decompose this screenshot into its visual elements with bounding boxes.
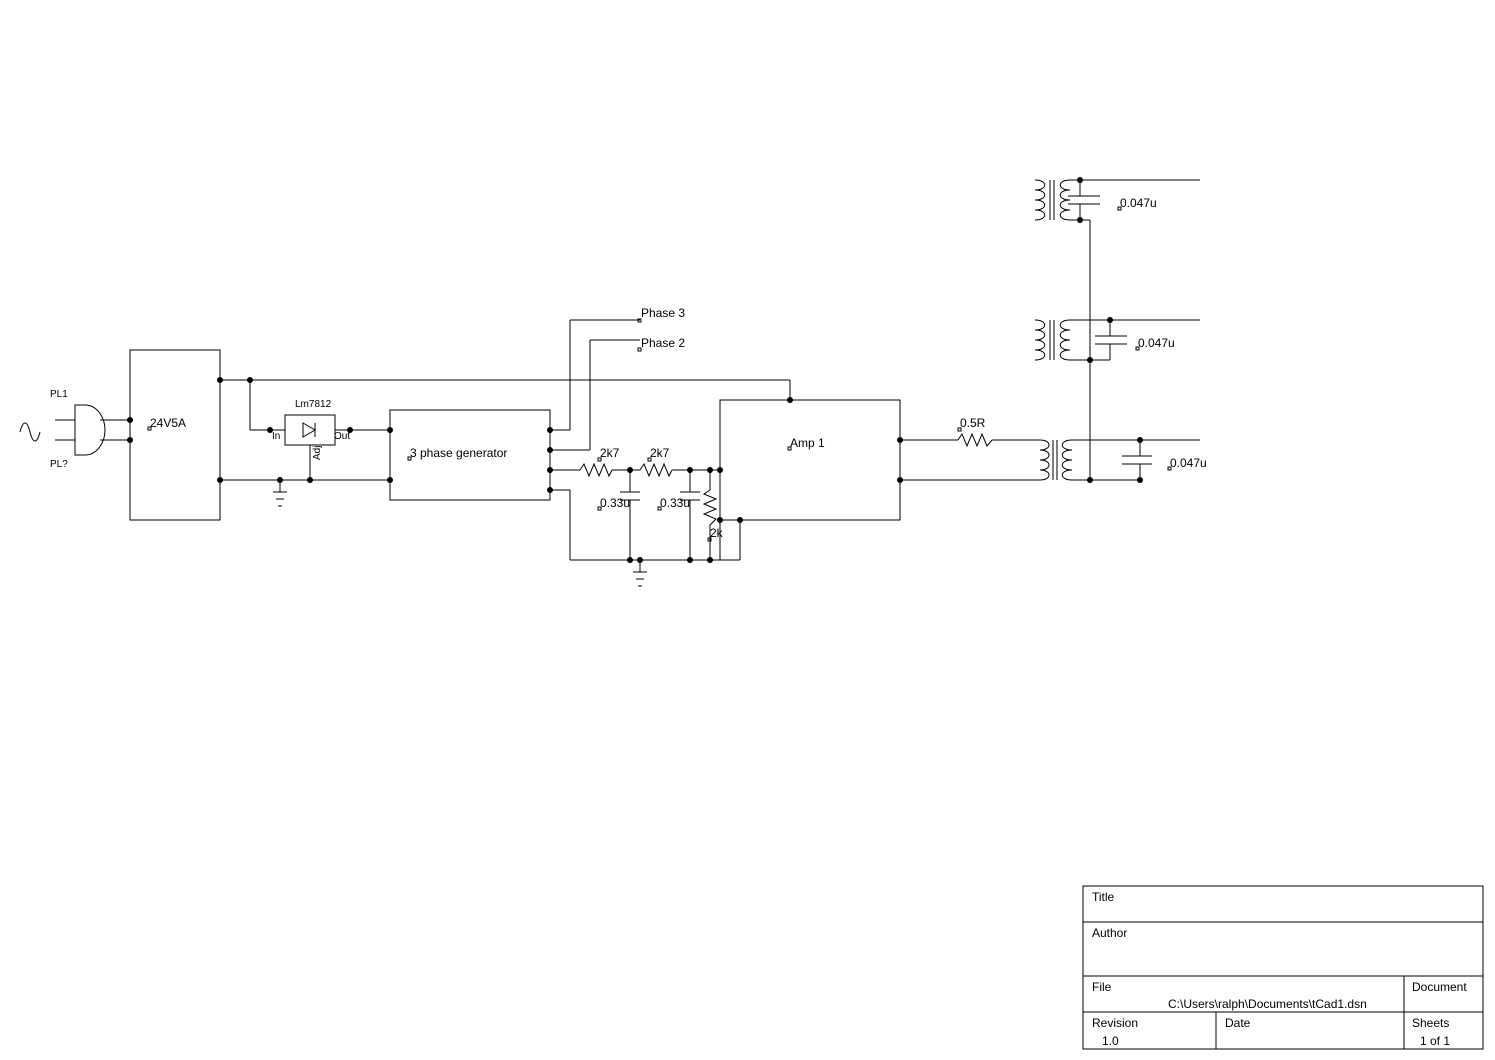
plug-label-pl1: PL1	[50, 389, 68, 400]
title-block-document-label: Document	[1412, 980, 1467, 994]
capacitor-c3[interactable]	[1068, 195, 1100, 205]
r4-ref-marker	[957, 427, 962, 432]
regulator-label: Lm7812	[295, 399, 332, 410]
power-supply-label: 24V5A	[150, 416, 186, 430]
regulator-pin-adj: Adj	[312, 446, 323, 460]
capacitor-c5-label: 0.047u	[1170, 456, 1207, 470]
junction-dots	[127, 177, 1143, 563]
c3-ref-marker	[1117, 206, 1122, 211]
supply-rail-wires	[220, 379, 791, 492]
r2-ref-marker	[647, 457, 652, 462]
capacitor-c4-label: 0.047u	[1138, 336, 1175, 350]
amplifier-label: Amp 1	[790, 436, 825, 450]
phase-generator-label: 3 phase generator	[410, 446, 507, 460]
mains-plug[interactable]	[55, 404, 130, 456]
regulator-pin-out: Out	[334, 431, 350, 442]
transformer-3[interactable]	[1039, 439, 1073, 481]
phase3-ref-marker	[637, 318, 642, 323]
power-supply-block[interactable]	[129, 349, 221, 521]
resistor-r2-label: 2k7	[650, 446, 670, 460]
resistor-r1[interactable]	[579, 462, 613, 478]
ground-icon	[273, 491, 287, 507]
secondary-wires	[1070, 179, 1200, 481]
capacitor-c4[interactable]	[1095, 335, 1127, 345]
regulator-pin-in: In	[272, 431, 280, 442]
title-block-sheets-value: 1 of 1	[1420, 1034, 1450, 1048]
plug-label-pl2: PL?	[50, 459, 68, 470]
r3-ref-marker	[707, 537, 712, 542]
generator-ref-marker	[407, 456, 412, 461]
title-block-file-label: File	[1092, 980, 1112, 994]
amplifier-block[interactable]	[719, 399, 901, 521]
c4-ref-marker	[1135, 346, 1140, 351]
title-block-title-label: Title	[1092, 890, 1115, 904]
phase2-label: Phase 2	[641, 336, 685, 350]
resistor-r3[interactable]	[702, 489, 718, 526]
rc-filter-wires	[550, 469, 720, 572]
capacitor-c3-label: 0.047u	[1120, 196, 1157, 210]
amp-ref-marker	[787, 446, 792, 451]
c2-ref-marker	[657, 506, 662, 511]
capacitor-c5[interactable]	[1122, 455, 1152, 465]
voltage-regulator[interactable]	[284, 414, 336, 446]
title-block-revision-label: Revision	[1092, 1016, 1138, 1030]
transformer-2[interactable]	[1034, 319, 1071, 361]
resistor-r4[interactable]	[957, 432, 993, 448]
phase-generator-block[interactable]	[389, 409, 551, 501]
title-block	[1082, 885, 1484, 1050]
ac-source-icon	[19, 422, 41, 442]
amp-output-wires	[900, 439, 1040, 481]
title-block-revision-value: 1.0	[1102, 1034, 1119, 1048]
title-block-file-value: C:\Users\ralph\Documents\tCad1.dsn	[1168, 997, 1367, 1011]
phase2-ref-marker	[637, 347, 642, 352]
psu-ref-marker	[147, 426, 152, 431]
title-block-sheets-label: Sheets	[1412, 1016, 1449, 1030]
title-block-date-label: Date	[1225, 1016, 1251, 1030]
resistor-r1-label: 2k7	[600, 446, 620, 460]
amp-input-wires	[719, 400, 741, 560]
c1-ref-marker	[597, 506, 602, 511]
title-block-author-label: Author	[1092, 926, 1127, 940]
r1-ref-marker	[597, 457, 602, 462]
ground-icon	[633, 571, 647, 587]
capacitor-c2[interactable]	[680, 491, 700, 501]
capacitor-c1-label: 0.33u	[600, 496, 630, 510]
resistor-r4-label: 0.5R	[960, 416, 986, 430]
transformer-1[interactable]	[1034, 179, 1071, 221]
resistor-r2[interactable]	[639, 462, 673, 478]
capacitor-c1[interactable]	[620, 491, 640, 501]
capacitor-c2-label: 0.33u	[660, 496, 690, 510]
resistor-r3-label: 2k	[710, 526, 724, 540]
c5-ref-marker	[1167, 466, 1172, 471]
phase3-label: Phase 3	[641, 306, 685, 320]
